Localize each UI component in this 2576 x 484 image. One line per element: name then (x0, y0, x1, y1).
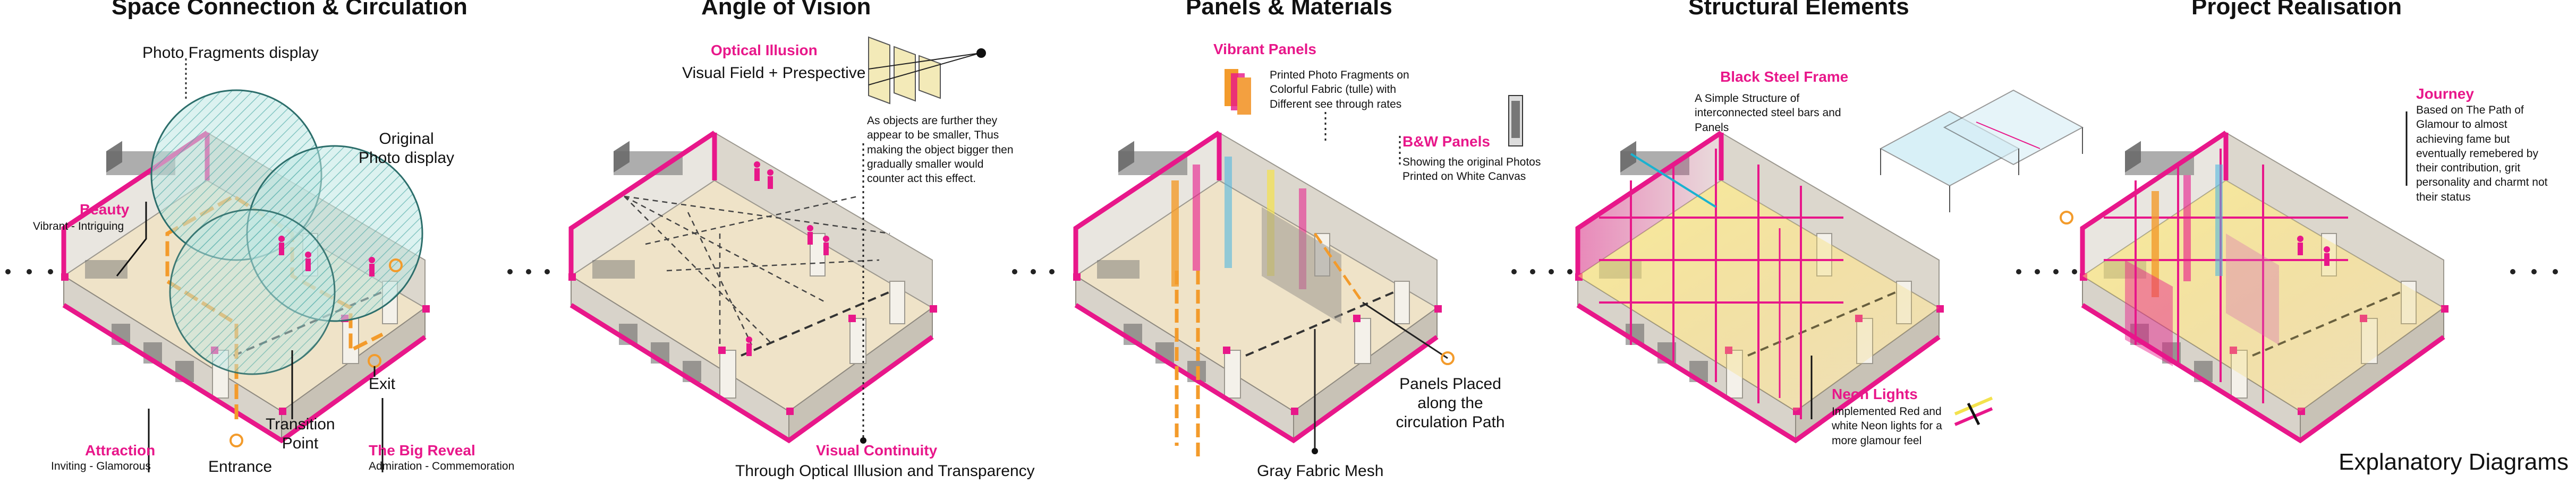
journey-description: Based on The Path of Glamour to almost a… (2416, 103, 2554, 204)
photo-panel-icon (1225, 69, 1251, 115)
steel-frame-description: A Simple Structure of interconnected ste… (1695, 91, 1849, 135)
optical-illusion-label: Optical Illusion (711, 41, 818, 59)
original-photo-label: Original Photo display (356, 129, 457, 168)
objects-description: As objects are further they appear to be… (867, 114, 1021, 186)
visual-field-label: Visual Field + Prespective (682, 64, 865, 83)
bw-panels-label: B&W Panels (1402, 133, 1490, 151)
vibrant-panels-description: Printed Photo Fragments on Colorful Fabr… (1270, 68, 1412, 111)
explanatory-diagrams-caption: Explanatory Diagrams (2339, 449, 2569, 476)
vibrant-panels-label: Vibrant Panels (1213, 40, 1316, 58)
panel-title-project-realisation: Project Realisation (2191, 0, 2402, 20)
photo-fragments-label: Photo Fragments display (142, 44, 319, 63)
visual-continuity-sub-label: Through Optical Illusion and Transparenc… (735, 462, 1035, 481)
panel-title-space-connection: Space Connection & Circulation (112, 0, 467, 20)
bw-panels-description: Showing the original Photos Printed on W… (1402, 155, 1546, 184)
attraction-sub-label: Inviting - Glamorous (51, 460, 151, 473)
entrance-label: Entrance (208, 457, 272, 477)
panel-4-scene (1575, 90, 2082, 440)
panel-5-scene (2080, 111, 2449, 440)
panel-title-angle-of-vision: Angle of Vision (701, 0, 871, 20)
neon-lights-label: Neon Lights (1832, 385, 1918, 403)
exit-label: Exit (369, 375, 395, 394)
big-reveal-sub-label: Admiration - Commemoration (369, 460, 514, 473)
panel-title-structural-elements: Structural Elements (1688, 0, 1909, 20)
transition-point-label: Transition Point (266, 415, 335, 453)
big-reveal-label: The Big Reveal (369, 442, 475, 460)
panel-title-panels-materials: Panels & Materials (1186, 0, 1392, 20)
neon-lights-description: Implemented Red and white Neon lights fo… (1832, 404, 1959, 448)
journey-label: Journey (2416, 85, 2474, 103)
black-steel-frame-label: Black Steel Frame (1720, 68, 1848, 86)
panel-1-scene (61, 58, 430, 472)
beauty-label: Beauty (80, 201, 129, 219)
beauty-sub-label: Vibrant - Intriguing (33, 220, 124, 233)
gray-fabric-mesh-label: Gray Fabric Mesh (1257, 462, 1383, 481)
panels-placed-label: Panels Placed along the circulation Path (1381, 375, 1519, 432)
visual-continuity-label: Visual Continuity (816, 442, 937, 460)
attraction-label: Attraction (85, 442, 155, 460)
panel-2-scene (568, 37, 986, 444)
